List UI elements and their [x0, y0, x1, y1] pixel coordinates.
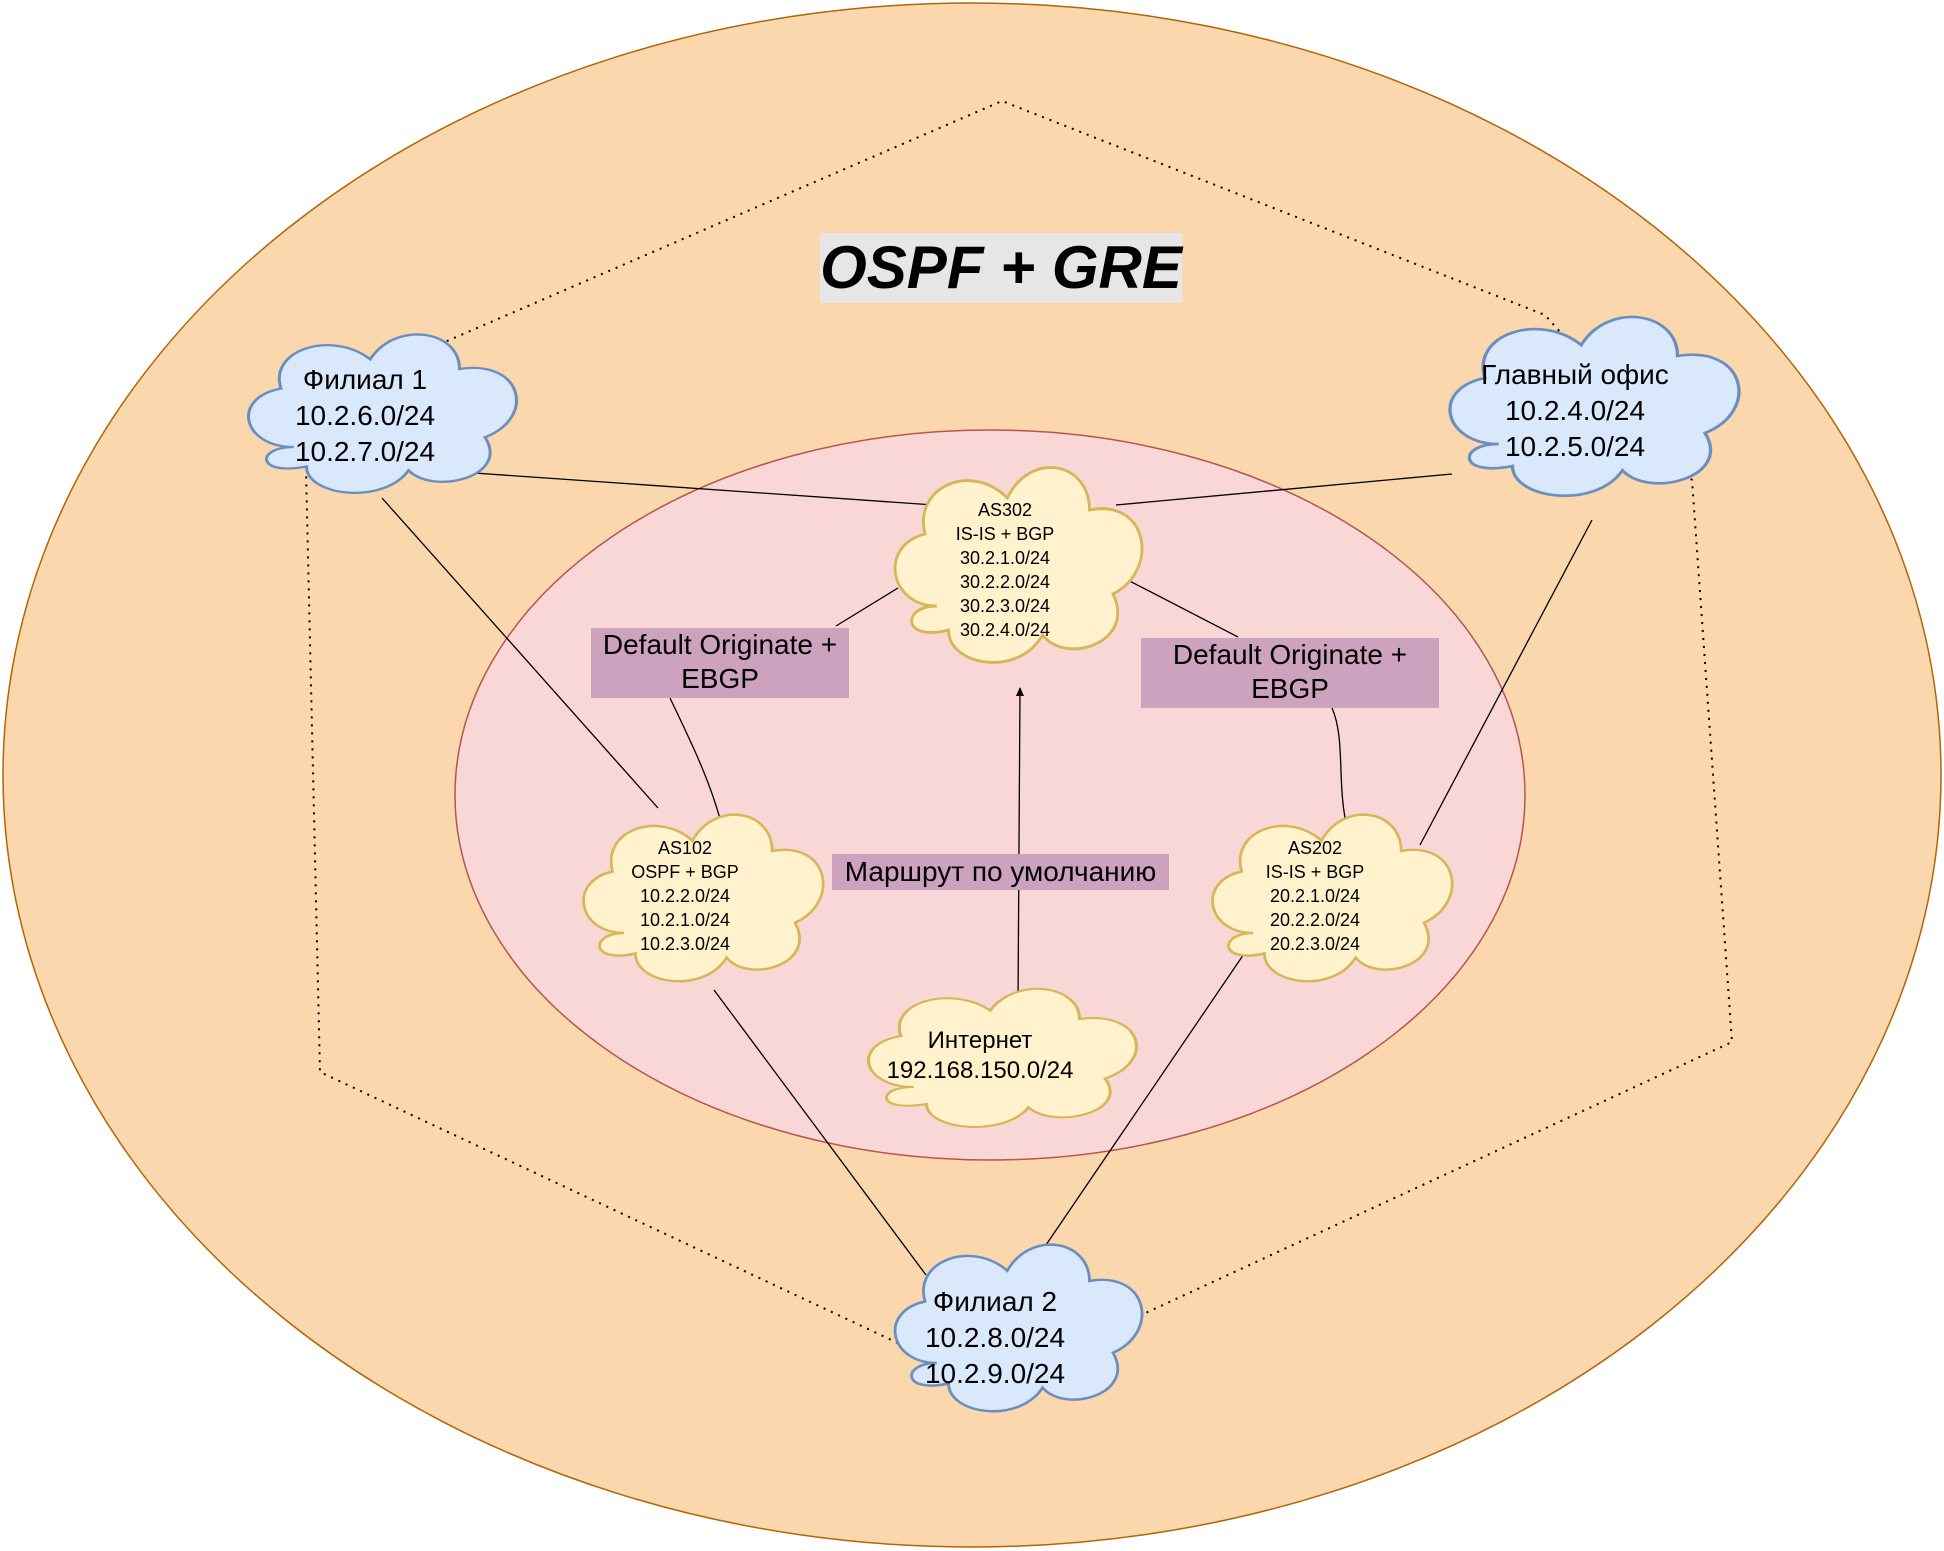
as202-subnet-3: 20.2.3.0/24	[1269, 934, 1361, 954]
as302-subnet-3: 30.2.3.0/24	[959, 596, 1051, 616]
default-originate-right-tag: Default Originate + EBGP	[1141, 638, 1439, 708]
as102-label: AS102 OSPF + BGP 10.2.2.0/24 10.2.1.0/24…	[590, 836, 780, 956]
default-originate-left-line2: EBGP	[681, 663, 759, 694]
link-as202-branch2	[1030, 922, 1266, 1268]
internet-subnet: 192.168.150.0/24	[886, 1057, 1074, 1084]
as202-protocol: IS-IS + BGP	[1265, 862, 1365, 882]
link-branch1-as102	[381, 497, 659, 809]
default-originate-right-line1: Default Originate +	[1172, 639, 1408, 670]
as302-subnet-2: 30.2.2.0/24	[959, 572, 1051, 592]
arrow-default-route	[1015, 687, 1024, 1006]
main-office-subnet-1: 10.2.4.0/24	[1504, 395, 1646, 426]
branch2-subnet-2: 10.2.9.0/24	[924, 1358, 1066, 1389]
branch1-subnet-1: 10.2.6.0/24	[294, 400, 436, 431]
as202-name: AS202	[1287, 838, 1343, 858]
isp-zone	[454, 429, 1526, 1161]
as102-name: AS102	[657, 838, 713, 858]
link-as302-default-right	[1117, 574, 1239, 638]
as302-protocol: IS-IS + BGP	[955, 524, 1055, 544]
main-office-name: Главный офис	[1481, 359, 1669, 390]
link-as302-default-left	[835, 587, 899, 627]
link-office-as302	[1115, 473, 1453, 506]
default-originate-right-line2: EBGP	[1251, 673, 1329, 704]
main-office-label: Главный офис 10.2.4.0/24 10.2.5.0/24	[1455, 357, 1695, 465]
branch2-subnet-1: 10.2.8.0/24	[924, 1322, 1066, 1353]
internet-label: Интернет 192.168.150.0/24	[870, 1026, 1090, 1086]
internet-name: Интернет	[927, 1027, 1033, 1054]
link-as102-branch2	[713, 989, 927, 1276]
gre-tunnel-path	[305, 99, 1734, 1346]
as102-subnet-3: 10.2.3.0/24	[639, 934, 731, 954]
branch2-label: Филиал 2 10.2.8.0/24 10.2.9.0/24	[880, 1284, 1110, 1392]
arrow-default-right	[1331, 707, 1350, 833]
main-office-subnet-2: 10.2.5.0/24	[1504, 431, 1646, 462]
branch1-name: Филиал 1	[302, 364, 428, 395]
default-originate-left-line1: Default Originate +	[602, 629, 838, 660]
default-originate-left-tag: Default Originate + EBGP	[591, 628, 849, 698]
diagram-title: OSPF + GRE	[820, 233, 1182, 303]
as302-subnet-1: 30.2.1.0/24	[959, 548, 1051, 568]
as302-name: AS302	[977, 500, 1033, 520]
physical-links	[381, 471, 1593, 1276]
arrow-default-left	[669, 697, 724, 827]
link-office-as202	[1419, 519, 1593, 846]
as202-subnet-1: 20.2.1.0/24	[1269, 886, 1361, 906]
branch2-name: Филиал 2	[932, 1286, 1058, 1317]
as302-label: AS302 IS-IS + BGP 30.2.1.0/24 30.2.2.0/2…	[910, 498, 1100, 642]
branch1-subnet-2: 10.2.7.0/24	[294, 436, 436, 467]
as302-subnet-4: 30.2.4.0/24	[959, 620, 1051, 640]
as102-subnet-1: 10.2.2.0/24	[639, 886, 731, 906]
branch1-label: Филиал 1 10.2.6.0/24 10.2.7.0/24	[250, 362, 480, 470]
as102-subnet-2: 10.2.1.0/24	[639, 910, 731, 930]
as202-label: AS202 IS-IS + BGP 20.2.1.0/24 20.2.2.0/2…	[1220, 836, 1410, 956]
link-branch1-as302	[459, 471, 935, 506]
default-route-tag: Маршрут по умолчанию	[832, 854, 1169, 890]
as102-protocol: OSPF + BGP	[631, 862, 739, 882]
as202-subnet-2: 20.2.2.0/24	[1269, 910, 1361, 930]
